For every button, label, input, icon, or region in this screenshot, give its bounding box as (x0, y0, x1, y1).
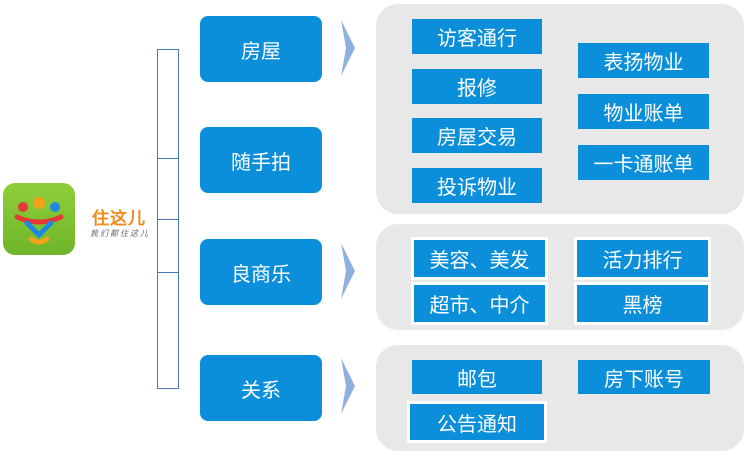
logo-name: 住这儿 (92, 209, 146, 229)
arrow-right-icon (341, 358, 355, 414)
feature-box: 房下账号 (578, 360, 710, 394)
logo-figure-icon (14, 197, 64, 245)
feature-box: 一卡通账单 (578, 145, 709, 180)
feature-box: 报修 (412, 69, 542, 104)
arrow-right-icon (341, 20, 355, 76)
feature-box: 投诉物业 (412, 168, 542, 203)
feature-box: 超市、中介 (411, 282, 548, 325)
feature-box: 表扬物业 (578, 43, 709, 78)
arrow-right-icon (341, 243, 355, 299)
feature-box: 房屋交易 (412, 118, 542, 153)
bracket-divider (157, 219, 179, 220)
feature-box: 公告通知 (407, 401, 547, 443)
feature-box: 访客通行 (412, 19, 542, 54)
logo-slogan: 我们都住这儿 (90, 229, 150, 238)
category-relations: 关系 (200, 355, 322, 421)
feature-box: 物业账单 (578, 94, 709, 129)
category-snap: 随手拍 (200, 127, 322, 193)
bracket-divider (157, 272, 179, 273)
feature-box: 黑榜 (574, 282, 711, 325)
feature-box: 邮包 (412, 360, 542, 394)
category-merchants: 良商乐 (200, 239, 322, 305)
app-logo (3, 183, 75, 255)
category-house: 房屋 (200, 16, 322, 82)
bracket-divider (157, 158, 179, 159)
feature-box: 活力排行 (574, 237, 711, 280)
feature-box: 美容、美发 (411, 237, 548, 280)
